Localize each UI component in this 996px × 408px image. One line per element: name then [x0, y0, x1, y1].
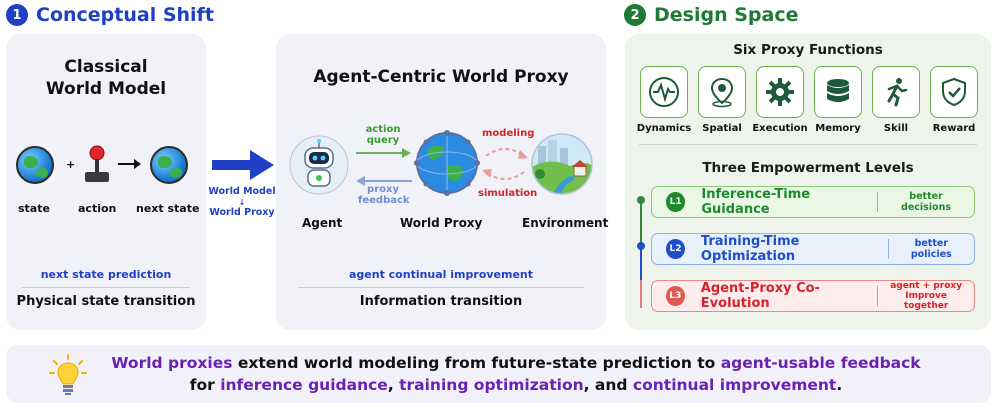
- level-1-badge: L1: [666, 192, 686, 212]
- classical-title-line1: Classical: [64, 57, 148, 77]
- level-1-name: Inference-Time Guidance: [701, 187, 811, 217]
- section-2-header: 2 Design Space: [624, 4, 798, 26]
- level-2-badge: L2: [666, 239, 685, 259]
- action-label: action: [78, 202, 117, 215]
- gear-icon: [766, 78, 794, 106]
- classical-world-model-panel: Classical World Model + state action nex…: [6, 34, 206, 330]
- level-1-separator: [877, 192, 879, 212]
- levels-title: Three Empowerment Levels: [702, 160, 914, 176]
- proxy-divider: [298, 287, 584, 288]
- summary-inference-guidance: inference guidance: [220, 376, 388, 394]
- summary-banner: World proxies extend world modeling from…: [6, 345, 991, 403]
- section-1-header: 1 Conceptual Shift: [6, 4, 214, 26]
- reward-label: Reward: [932, 123, 976, 134]
- summary-continual-improvement: continual improvement: [632, 376, 837, 394]
- classical-title-line2: World Model: [45, 79, 167, 99]
- classical-footer: Physical state transition: [16, 294, 196, 309]
- environment-label: Environment: [522, 216, 609, 230]
- shift-label-line1: World Model: [208, 186, 276, 197]
- summary-text-c: ,: [387, 376, 400, 394]
- pulse-icon: [649, 77, 679, 107]
- proxy-feedback-label: proxy feedback: [358, 184, 410, 206]
- level-3-note-line1: agent + proxy: [890, 281, 963, 291]
- world-proxy-panel: Agent-Centric World Proxy action query p…: [276, 34, 609, 330]
- levels-timeline: [637, 196, 645, 308]
- state-label: state: [18, 202, 50, 215]
- robot-agent-icon: [289, 135, 349, 195]
- joystick-icon: [85, 145, 109, 182]
- modeling-label: modeling: [482, 128, 535, 139]
- modeling-simulation-loop: [482, 148, 528, 180]
- world-proxy-label: World Proxy: [400, 216, 483, 230]
- summary-text: World proxies extend world modeling from…: [106, 352, 926, 396]
- memory-label: Memory: [815, 123, 861, 134]
- world-proxy-globe-icon: [414, 130, 480, 196]
- level-2-row: L2 Training-Time Optimization better pol…: [651, 233, 975, 265]
- summary-text-b: for: [189, 376, 221, 394]
- summary-line-1: World proxies extend world modeling from…: [106, 352, 926, 374]
- shift-label-line2: World Proxy: [209, 207, 275, 218]
- classical-title: Classical World Model: [6, 56, 206, 100]
- summary-agent-usable-feedback: agent-usable feedback: [720, 354, 921, 372]
- database-icon: [827, 79, 849, 102]
- summary-line-2: for inference guidance, training optimiz…: [106, 374, 926, 396]
- execution-function-box: [756, 66, 804, 118]
- action-query-label: action query: [365, 124, 401, 146]
- spatial-function-box: [698, 66, 746, 118]
- shift-label-arrow: ↓: [238, 198, 246, 207]
- earth-state-icon: [16, 146, 54, 184]
- right-arrow-icon: [118, 159, 141, 169]
- proxy-title: Agent-Centric World Proxy: [313, 67, 569, 87]
- summary-training-optimization: training optimization: [399, 376, 584, 394]
- level-2-name: Training-Time Optimization: [700, 234, 800, 264]
- action-query-arrow: [356, 148, 411, 158]
- level-2-note: better policies: [910, 238, 952, 260]
- agent-label: Agent: [302, 216, 343, 230]
- shield-check-icon: [942, 77, 966, 107]
- execution-label: Execution: [752, 123, 808, 134]
- level-3-separator: [877, 286, 879, 306]
- level-3-badge: L3: [666, 286, 685, 306]
- simulation-label: simulation: [478, 188, 538, 199]
- design-space-panel: Six Proxy Functions: [625, 34, 991, 330]
- section-1-number: 1: [6, 4, 28, 26]
- summary-text-d: , and: [583, 376, 633, 394]
- memory-function-box: [814, 66, 862, 118]
- reward-function-box: [930, 66, 978, 118]
- level-1-row: L1 Inference-Time Guidance better decisi…: [651, 186, 975, 218]
- classical-divider: [22, 287, 190, 288]
- proxy-feedback-arrow: [356, 176, 412, 186]
- environment-scene-icon: [531, 133, 593, 195]
- shift-arrow-icon: [212, 150, 274, 180]
- functions-title: Six Proxy Functions: [733, 42, 883, 58]
- summary-world-proxies: World proxies: [111, 354, 233, 372]
- spatial-label: Spatial: [702, 123, 742, 134]
- level-3-name: Agent-Proxy Co-Evolution: [700, 281, 820, 311]
- section-2-title: Design Space: [654, 4, 799, 26]
- level-3-note-line2: Improve together: [903, 291, 949, 311]
- earth-next-state-icon: [150, 146, 188, 184]
- level-3-row: L3 Agent-Proxy Co-Evolution agent + prox…: [651, 280, 975, 312]
- map-pin-icon: [710, 77, 734, 108]
- proxy-caption: agent continual improvement: [348, 268, 534, 281]
- level-3-note: agent + proxy Improve together: [878, 281, 974, 311]
- level-1-note: better decisions: [901, 191, 952, 213]
- skill-function-box: [872, 66, 920, 118]
- section-1-title: Conceptual Shift: [36, 4, 214, 26]
- summary-text-a: extend world modeling from future-state …: [232, 354, 721, 372]
- summary-text-e: .: [836, 376, 843, 394]
- next-state-label: next state: [136, 202, 200, 215]
- skill-label: Skill: [883, 123, 909, 134]
- dynamics-label: Dynamics: [636, 123, 692, 134]
- design-divider: [639, 144, 977, 145]
- lightbulb-icon: [49, 354, 87, 395]
- proxy-footer: Information transition: [359, 294, 523, 309]
- dynamics-function-box: [640, 66, 688, 118]
- section-2-number: 2: [624, 4, 646, 26]
- shift-label: World Model ↓ World Proxy: [206, 186, 278, 219]
- level-2-separator: [887, 239, 889, 259]
- plus-sign: +: [66, 158, 76, 171]
- runner-icon: [887, 78, 908, 107]
- classical-caption: next state prediction: [40, 268, 172, 281]
